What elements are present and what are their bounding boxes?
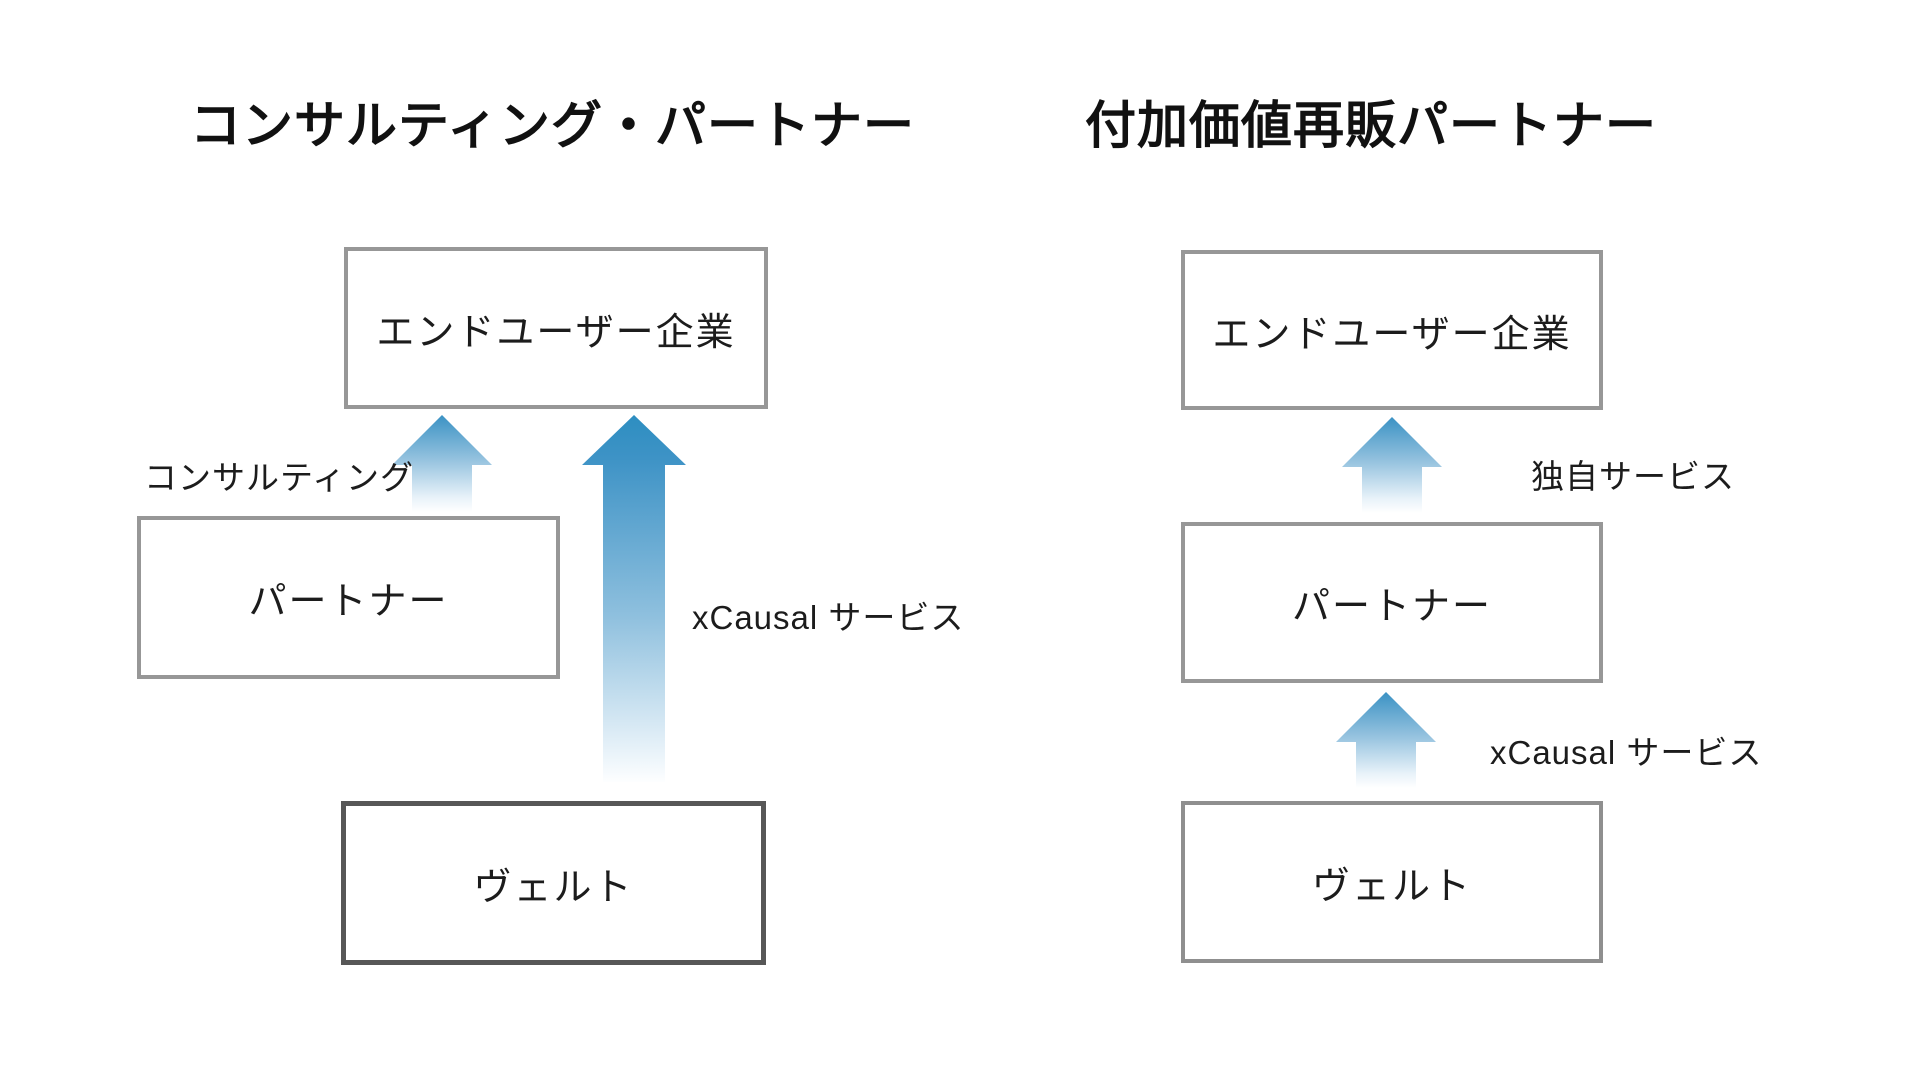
right-end-user-company-label: エンドユーザー企業 <box>1212 313 1572 356</box>
left-velt-label: ヴェルト <box>473 866 634 909</box>
up-arrow-icon <box>392 415 492 512</box>
xcausal-service-flow-label: xCausal サービス <box>1490 734 1763 771</box>
left-partner-box: パートナー <box>137 516 560 679</box>
left-velt-box: ヴェルト <box>341 801 766 965</box>
xcausal-service-flow-label: xCausal サービス <box>692 599 965 636</box>
right-end-user-company-box: エンドユーザー企業 <box>1181 250 1603 410</box>
right-velt-box: ヴェルト <box>1181 801 1603 963</box>
right-partner-label: パートナー <box>1291 586 1492 628</box>
right-partner-box: パートナー <box>1181 522 1603 683</box>
left-end-user-company-box: エンドユーザー企業 <box>344 247 768 409</box>
left-end-user-company-label: エンドユーザー企業 <box>376 311 736 354</box>
original-service-flow-label: 独自サービス <box>1531 458 1735 495</box>
up-arrow-icon <box>1342 417 1442 513</box>
consulting-flow-label: コンサルティング <box>144 459 415 496</box>
left-partner-label: パートナー <box>248 581 449 623</box>
right-velt-label: ヴェルト <box>1311 865 1472 908</box>
left-diagram-title: コンサルティング・パートナー <box>190 97 915 154</box>
up-arrow-icon <box>582 415 686 782</box>
right-diagram-title: 付加価値再販パートナー <box>1085 97 1658 154</box>
up-arrow-icon <box>1336 692 1436 788</box>
